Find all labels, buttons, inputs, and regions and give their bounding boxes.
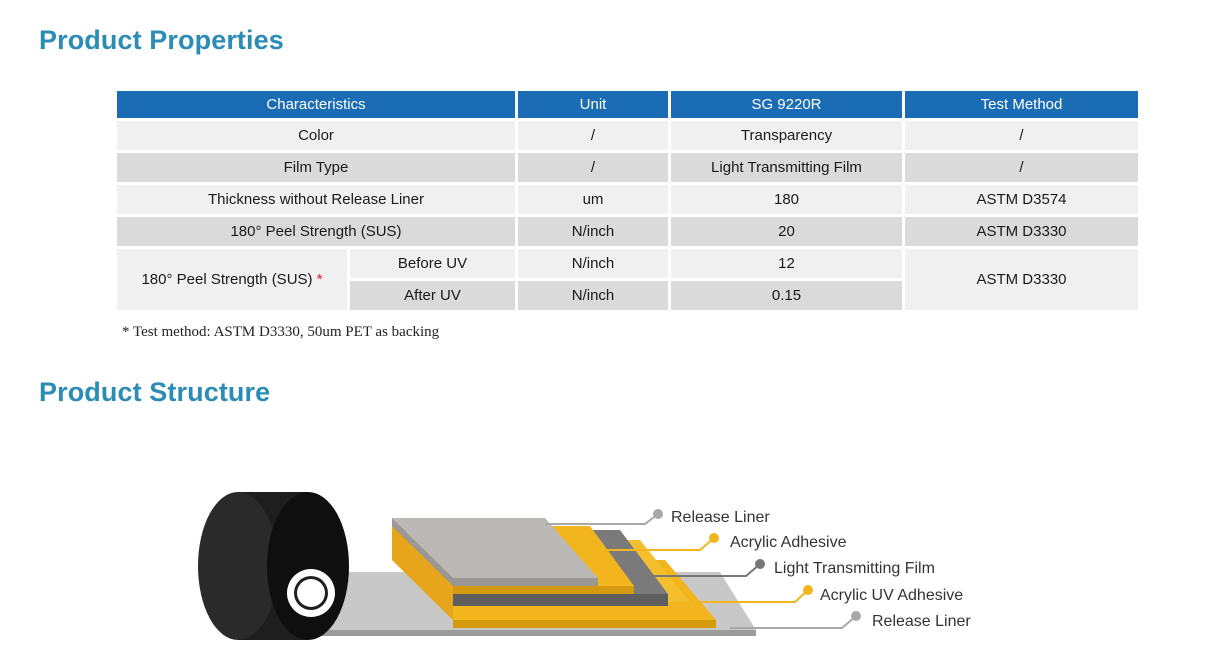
callout-dot	[653, 509, 663, 519]
cell-unit: um	[518, 185, 668, 214]
cell-value: 20	[671, 217, 902, 246]
roll-side	[198, 492, 278, 640]
cell-value: 12	[671, 249, 902, 278]
section-title-structure: Product Structure	[39, 377, 271, 407]
table-row: 180° Peel Strength (SUS) * Before UV N/i…	[117, 249, 1138, 310]
table-row: After UV N/inch 0.15	[117, 281, 1138, 310]
header-unit: Unit	[518, 91, 668, 118]
table-row: Thickness without Release Liner um 180 A…	[117, 185, 1138, 214]
cell-value: 180	[671, 185, 902, 214]
cell-value: 0.15	[671, 281, 902, 310]
table-row: Color / Transparency /	[117, 121, 1138, 150]
header-product: SG 9220R	[671, 91, 902, 118]
cell-characteristic: Thickness without Release Liner	[117, 185, 515, 214]
cell-unit: N/inch	[518, 217, 668, 246]
callout-dot	[709, 533, 719, 543]
properties-table: Characteristics Unit SG 9220R Test Metho…	[114, 88, 1141, 313]
callout-dot	[851, 611, 861, 621]
cell-method: /	[905, 153, 1138, 182]
group-characteristic-label: 180° Peel Strength (SUS)	[141, 271, 313, 288]
cell-unit: N/inch	[518, 281, 668, 310]
roll-end	[267, 492, 349, 640]
cell-sub-label: After UV	[350, 281, 515, 310]
callout-line-release-liner-bottom	[730, 615, 857, 629]
layer-stack	[392, 518, 716, 628]
layer-release-liner-top	[392, 518, 598, 578]
test-method-note: * Test method: ASTM D3330, 50um PET as b…	[122, 324, 440, 340]
section-title-properties: Product Properties	[39, 25, 284, 55]
callout-dot	[803, 585, 813, 595]
callout-line-uv-adhesive	[690, 589, 809, 603]
callout-dot	[755, 559, 765, 569]
cell-group-method: ASTM D3330	[905, 249, 1138, 310]
label-acrylic-uv-adhesive: Acrylic UV Adhesive	[820, 587, 963, 604]
callout-line-film	[652, 563, 761, 577]
label-release-liner-bottom: Release Liner	[872, 613, 971, 630]
table-row: Film Type / Light Transmitting Film /	[117, 153, 1138, 182]
label-light-transmitting-film: Light Transmitting Film	[774, 560, 935, 577]
header-characteristics: Characteristics	[117, 91, 515, 118]
cell-characteristic: Film Type	[117, 153, 515, 182]
product-structure-diagram: Release Liner Acrylic Adhesive Light Tra…	[198, 492, 971, 640]
cell-sub-label: Before UV	[350, 249, 515, 278]
header-test-method: Test Method	[905, 91, 1138, 118]
cell-unit: N/inch	[518, 249, 668, 278]
cell-group-characteristic: 180° Peel Strength (SUS) *	[117, 249, 347, 310]
label-acrylic-adhesive: Acrylic Adhesive	[730, 534, 847, 551]
callout-line-acrylic-adhesive	[605, 537, 715, 551]
cell-characteristic: 180° Peel Strength (SUS)	[117, 217, 515, 246]
cell-value: Transparency	[671, 121, 902, 150]
cell-unit: /	[518, 121, 668, 150]
label-release-liner-top: Release Liner	[671, 509, 770, 526]
table-header-row: Characteristics Unit SG 9220R Test Metho…	[117, 91, 1138, 118]
cell-method: ASTM D3330	[905, 217, 1138, 246]
callout-line-release-liner	[545, 513, 659, 525]
footnote-marker: *	[316, 271, 323, 288]
cell-method: /	[905, 121, 1138, 150]
cell-value: Light Transmitting Film	[671, 153, 902, 182]
table-row: 180° Peel Strength (SUS) N/inch 20 ASTM …	[117, 217, 1138, 246]
cell-characteristic: Color	[117, 121, 515, 150]
cell-method: ASTM D3574	[905, 185, 1138, 214]
cell-unit: /	[518, 153, 668, 182]
